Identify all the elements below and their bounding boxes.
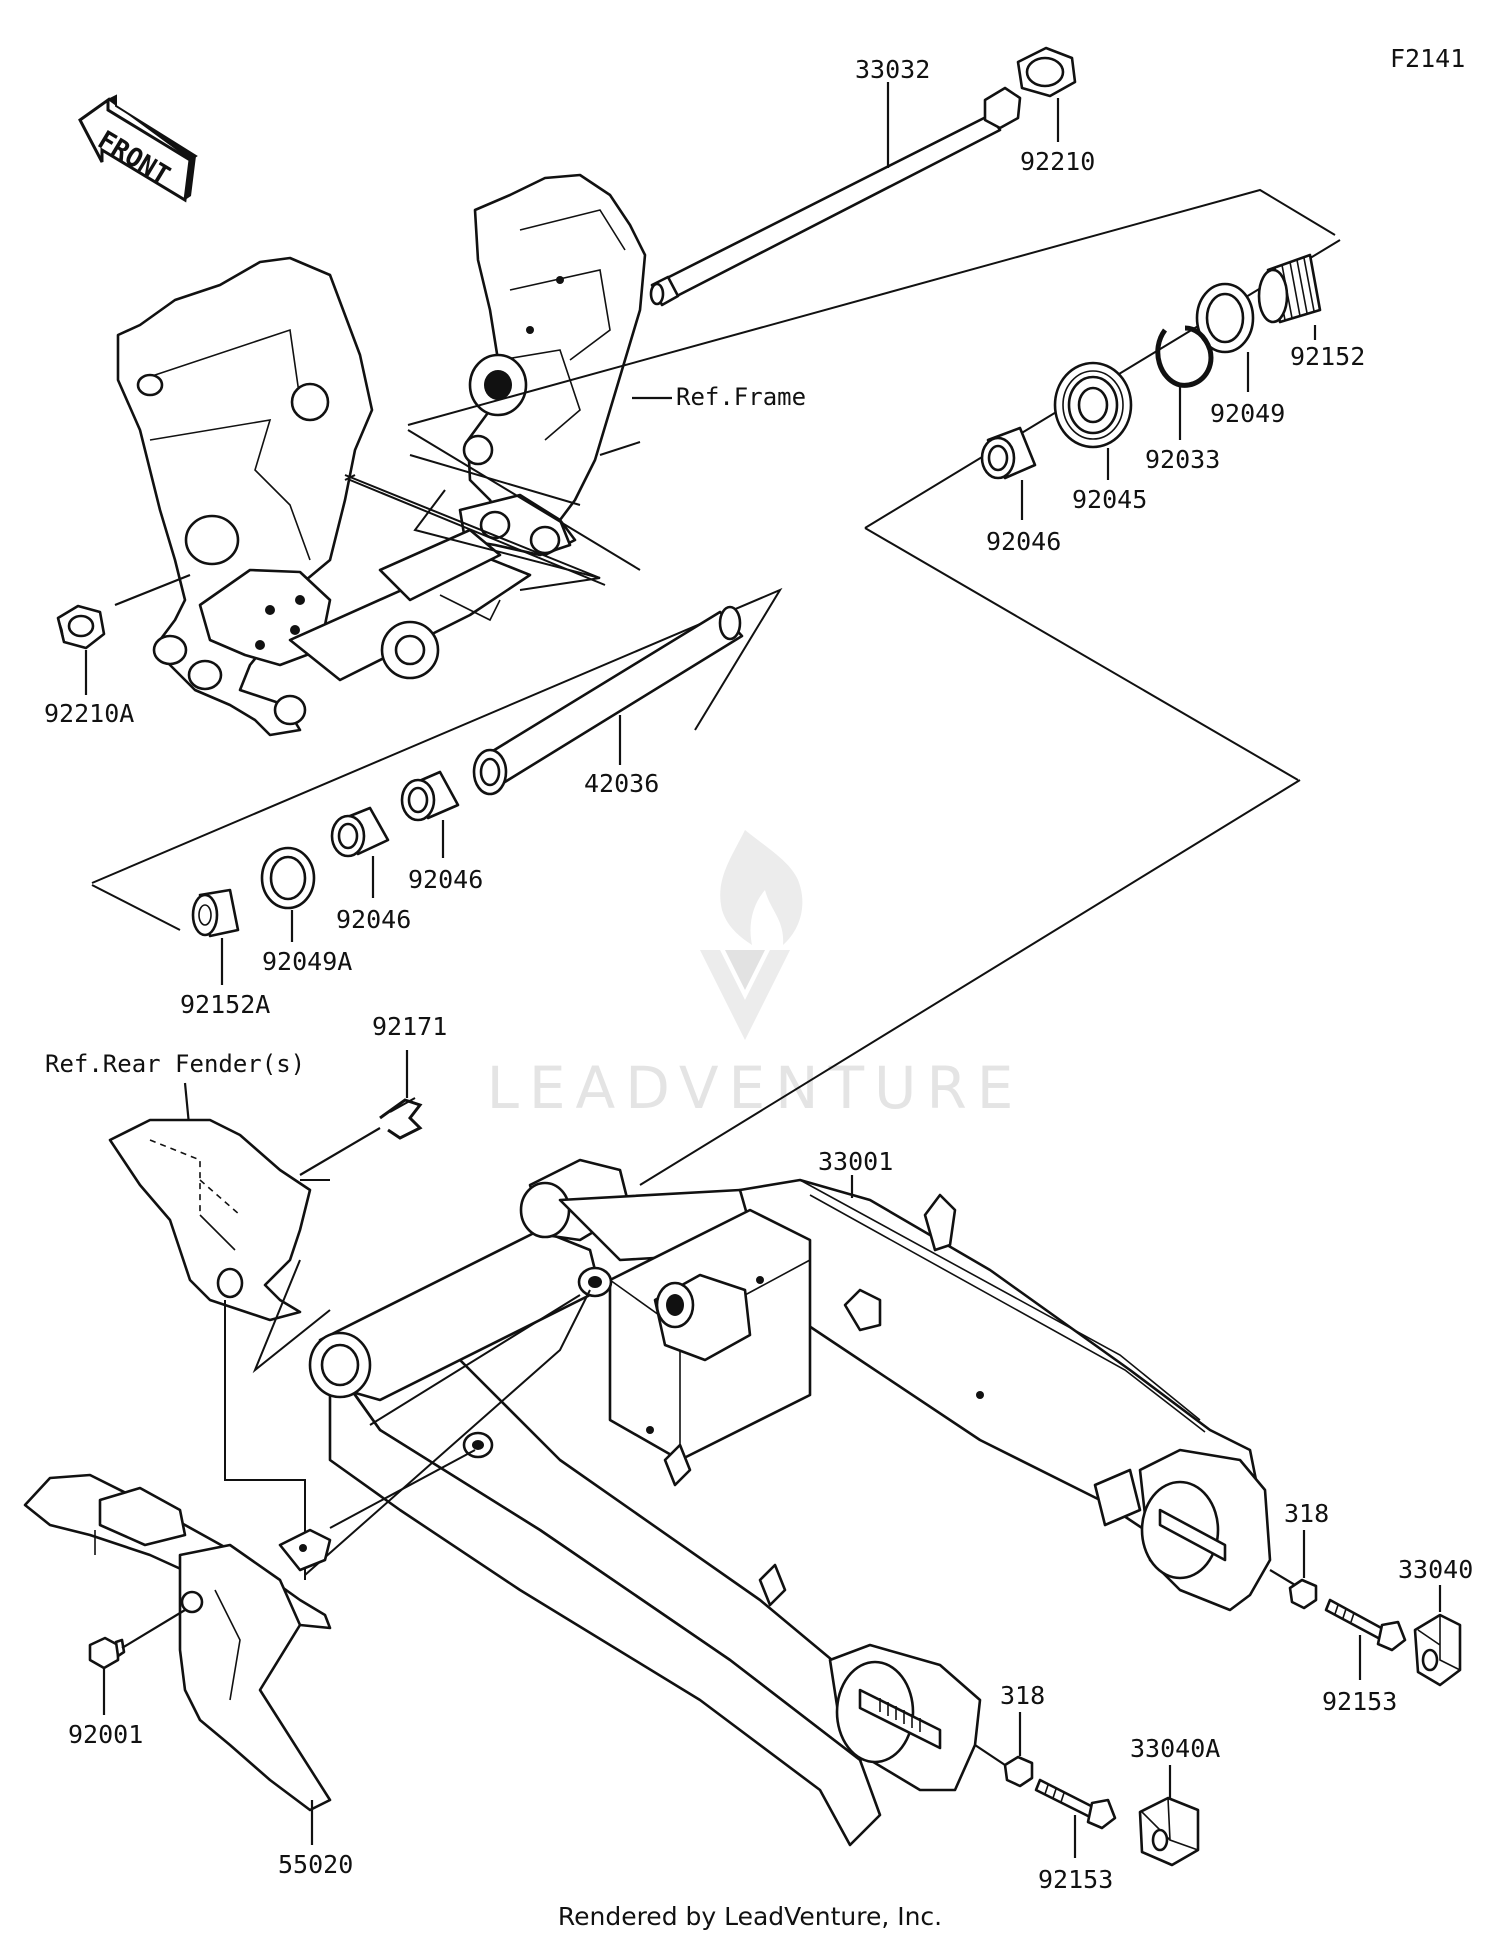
bolt-92001 <box>88 1636 126 1670</box>
nut-318-left <box>1003 1755 1034 1788</box>
part-label-92049A: 92049A <box>262 947 352 976</box>
leader-axis-right <box>1269 1569 1296 1586</box>
part-label-42036: 42036 <box>584 769 659 798</box>
part-label-318-right: 318 <box>1284 1499 1329 1528</box>
nut-92210 <box>1016 46 1077 98</box>
bearing-92045 <box>1053 361 1133 449</box>
rear-fender-part <box>108 1118 312 1322</box>
collar-92152A <box>191 888 240 938</box>
part-label-92152: 92152 <box>1290 342 1365 371</box>
chain-guard-55020 <box>23 1473 332 1812</box>
ref-frame-label: Ref.Frame <box>676 383 806 411</box>
group-outline-upper-2 <box>864 527 1299 781</box>
watermark-text: LEADVENTURE <box>487 1054 1024 1122</box>
footer-credit: Rendered by LeadVenture, Inc. <box>558 1902 942 1931</box>
part-label-92153-right: 92153 <box>1322 1687 1397 1716</box>
collar-92152 <box>1257 253 1322 324</box>
needle-bearing-92046-upper <box>980 426 1037 480</box>
part-label-33040A: 33040A <box>1130 1734 1220 1763</box>
pivot-axle-33032 <box>649 86 1022 307</box>
part-label-92049: 92049 <box>1210 399 1285 428</box>
part-label-92045: 92045 <box>1072 485 1147 514</box>
nut-318-right <box>1288 1578 1318 1610</box>
part-label-92152A: 92152A <box>180 990 270 1019</box>
group-outline-lower <box>91 587 783 931</box>
part-label-92210A: 92210A <box>44 699 134 728</box>
bolt-92153-left <box>1034 1778 1117 1830</box>
leader-92171-axis <box>299 1127 381 1176</box>
diagram-code: F2141 <box>1390 44 1465 73</box>
adjuster-plate-33040 <box>1413 1613 1462 1687</box>
clip-92171 <box>379 1097 423 1140</box>
leader-92001-axis <box>121 1609 186 1649</box>
frame-left-plate <box>116 256 374 737</box>
swingarm-ref-lines <box>252 779 1301 1374</box>
nut-92210A <box>56 604 106 650</box>
watermark-logo <box>700 830 803 1040</box>
part-label-33040: 33040 <box>1398 1555 1473 1584</box>
part-label-318-left: 318 <box>1000 1681 1045 1710</box>
part-label-92001: 92001 <box>68 1720 143 1749</box>
part-label-92033: 92033 <box>1145 445 1220 474</box>
part-label-92210: 92210 <box>1020 147 1095 176</box>
fender-ref-lines <box>224 1179 330 1580</box>
chainguard-ref-line-2 <box>329 1449 476 1529</box>
needle-bearing-92046-b <box>330 806 390 858</box>
bolt-92153-right <box>1324 1598 1407 1652</box>
swingarm-33001 <box>308 1158 1272 1847</box>
part-label-92171: 92171 <box>372 1012 447 1041</box>
frame-right-plate <box>458 173 647 557</box>
needle-bearing-92046-a <box>400 770 460 822</box>
frame-cross-member <box>288 528 532 682</box>
ref-rear-fender-label: Ref.Rear Fender(s) <box>45 1050 305 1078</box>
leader-axis-left <box>974 1744 1006 1766</box>
part-label-33032: 33032 <box>855 55 930 84</box>
adjuster-plate-33040A <box>1138 1796 1200 1867</box>
part-label-92153-left: 92153 <box>1038 1865 1113 1894</box>
part-label-55020: 55020 <box>278 1850 353 1879</box>
pivot-collar-42036 <box>472 605 744 796</box>
part-label-92046-a: 92046 <box>408 865 483 894</box>
front-arrow-icon: FRONT <box>78 94 198 203</box>
part-label-33001: 33001 <box>818 1147 893 1176</box>
seal-92049 <box>1195 282 1255 354</box>
circlip-92033 <box>1155 325 1214 388</box>
frame-ref-lines-2 <box>344 474 606 586</box>
chainguard-ref-lines <box>304 1289 591 1576</box>
leader-92210A-axis <box>114 573 191 607</box>
part-label-92046-upper: 92046 <box>986 527 1061 556</box>
part-label-92046-b: 92046 <box>336 905 411 934</box>
seal-92049A <box>260 846 316 910</box>
